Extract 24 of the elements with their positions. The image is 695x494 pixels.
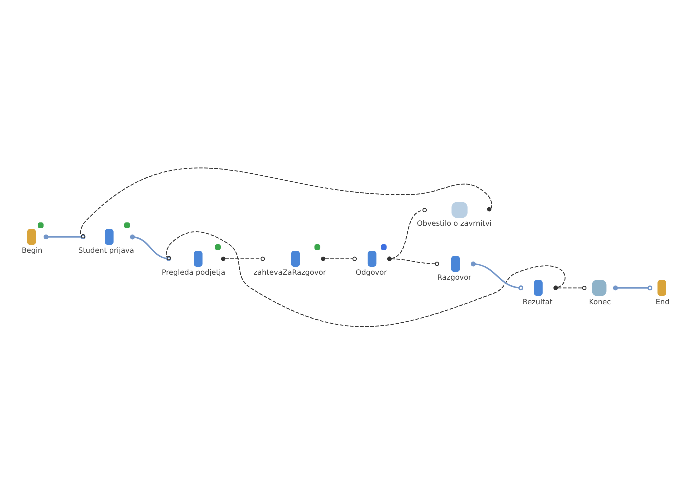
node-box bbox=[451, 256, 460, 272]
connector bbox=[166, 231, 566, 327]
node-label: Konec bbox=[589, 296, 612, 306]
connector bbox=[44, 234, 86, 240]
connector bbox=[130, 234, 172, 261]
node-label: Pregleda podjetja bbox=[162, 268, 226, 277]
node-label: Rezultat bbox=[522, 296, 553, 306]
connector bbox=[554, 286, 587, 290]
connector bbox=[388, 256, 440, 266]
node-label: End bbox=[656, 296, 670, 306]
connector bbox=[388, 208, 428, 261]
connector bbox=[613, 285, 653, 290]
node-label: Student prijava bbox=[78, 246, 134, 255]
node-label: zahtevaZaRazgovor bbox=[254, 268, 326, 277]
connector bbox=[221, 256, 266, 261]
node-label: Begin bbox=[22, 246, 43, 255]
connector bbox=[471, 261, 524, 290]
node-box bbox=[658, 280, 666, 296]
node-label: Obvestilo o zavrnitvi bbox=[417, 218, 492, 228]
node-label: Razgovor bbox=[438, 272, 472, 282]
connector bbox=[80, 167, 493, 238]
node-box bbox=[534, 280, 543, 296]
node-label: Odgovor bbox=[356, 268, 388, 277]
connector bbox=[321, 256, 358, 261]
